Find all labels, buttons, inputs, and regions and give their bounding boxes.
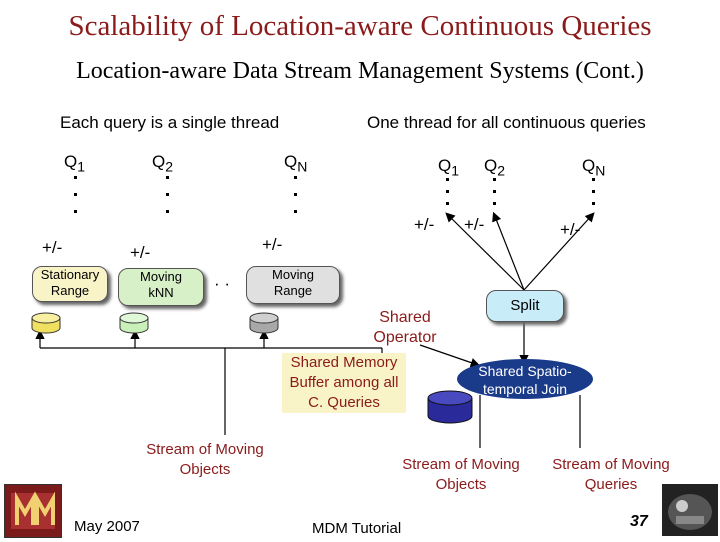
right-q1: Q1	[438, 156, 459, 178]
right-heading: One thread for all continuous queries	[367, 113, 646, 132]
moving-knn-line2: kNN	[148, 285, 174, 300]
left-q2-sub: 2	[165, 158, 174, 175]
moving-range-line2: Range	[273, 283, 313, 298]
left-q1-letter: Q	[64, 152, 78, 171]
left-q1: Q1	[64, 152, 85, 174]
shared-join-ellipse: Shared Spatio- temporal Join	[457, 359, 593, 399]
shared-memory-cylinder	[427, 390, 473, 424]
left-stream-line2: Objects	[179, 461, 231, 478]
left-pm-3: +/-	[262, 235, 283, 254]
page-number: 37	[630, 513, 648, 530]
right-q1-sub: 1	[451, 162, 460, 179]
right-stream-queries: Stream of Moving Queries	[536, 455, 686, 495]
right-query-dots	[446, 178, 595, 205]
right-pm-2: +/-	[464, 215, 485, 234]
cylinder-knn	[119, 312, 149, 334]
right-q1-letter: Q	[438, 156, 452, 175]
left-stream-label: Stream of Moving Objects	[125, 440, 285, 480]
shared-memory-line1: Shared Memory	[290, 354, 398, 371]
slide-subtitle: Location-aware Data Stream Management Sy…	[76, 58, 644, 84]
right-stream-queries-line1: Stream of Moving	[552, 456, 670, 473]
moving-range-line1: Moving	[272, 267, 314, 282]
moving-knn-box: Moving kNN	[118, 268, 204, 306]
left-qn-sub: N	[297, 158, 308, 175]
left-qn-letter: Q	[284, 152, 298, 171]
right-stream-objects: Stream of Moving Objects	[386, 455, 536, 495]
shared-memory-line2: Buffer among all	[289, 374, 399, 391]
shared-operator-label: Shared Operator	[362, 308, 448, 348]
right-pm-3: +/-	[560, 220, 581, 239]
moving-knn-line1: Moving	[140, 269, 182, 284]
shared-memory-line3: C. Queries	[308, 394, 380, 411]
right-q2-sub: 2	[497, 162, 506, 179]
university-logo-right	[662, 484, 718, 536]
split-fan-lines	[419, 211, 595, 448]
stationary-range-box: Stationary Range	[32, 266, 108, 302]
stationary-range-line1: Stationary	[40, 267, 100, 282]
shared-join-line1: Shared Spatio-	[478, 363, 572, 379]
split-box: Split	[486, 290, 564, 322]
left-pm-2: +/-	[130, 243, 151, 262]
shared-operator-line2: Operator	[373, 329, 437, 346]
left-ellipsis: · ·	[214, 274, 231, 293]
university-logo-left	[4, 484, 62, 538]
right-qn-sub: N	[595, 162, 606, 179]
left-stream-line1: Stream of Moving	[146, 441, 264, 458]
left-q1-sub: 1	[77, 158, 86, 175]
shared-memory-label: Shared Memory Buffer among all C. Querie…	[282, 353, 406, 413]
right-qn-letter: Q	[582, 156, 596, 175]
shared-operator-line1: Shared	[379, 309, 431, 326]
right-stream-objects-line1: Stream of Moving	[402, 456, 520, 473]
right-qn: QN	[582, 156, 605, 178]
footer-date: May 2007	[74, 518, 140, 535]
logo-left-icon	[11, 491, 55, 529]
left-q2-letter: Q	[152, 152, 166, 171]
left-qn: QN	[284, 152, 307, 174]
right-stream-objects-line2: Objects	[435, 476, 487, 493]
cylinder-stationary	[31, 312, 61, 334]
right-q2-letter: Q	[484, 156, 498, 175]
moving-range-box: Moving Range	[246, 266, 340, 304]
stationary-range-line2: Range	[50, 283, 90, 298]
right-pm-1: +/-	[414, 215, 435, 234]
footer-venue: MDM Tutorial	[312, 520, 402, 537]
logo-right-icon	[668, 494, 712, 530]
left-heading: Each query is a single thread	[60, 113, 280, 132]
shared-join-line2: temporal Join	[482, 381, 568, 397]
slide-title: Scalability of Location-aware Continuous…	[68, 10, 652, 42]
left-query-dots	[74, 176, 297, 213]
left-pm-1: +/-	[42, 238, 63, 257]
cylinder-range	[249, 312, 279, 334]
left-q2: Q2	[152, 152, 173, 174]
right-stream-queries-line2: Queries	[584, 476, 638, 493]
right-q2: Q2	[484, 156, 505, 178]
